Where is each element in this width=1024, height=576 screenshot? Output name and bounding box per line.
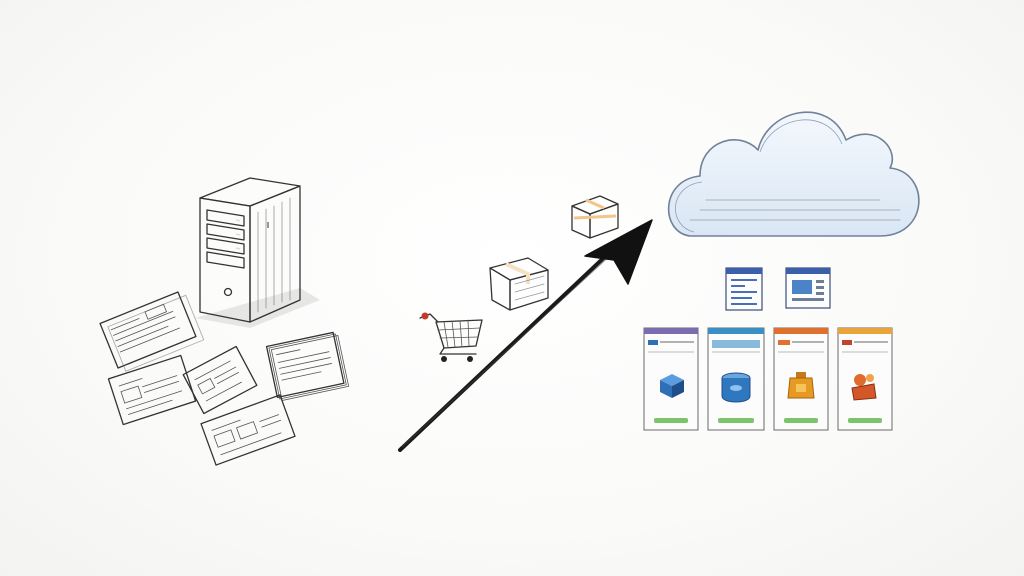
document-icon (99, 291, 205, 372)
product-page-icon (707, 327, 765, 431)
power-button-icon (223, 287, 233, 297)
document-icon (107, 354, 197, 426)
product-bottle-icon (787, 372, 815, 399)
shopping-cart-icon (419, 312, 483, 362)
cloud-icon (667, 111, 920, 237)
document-icon (200, 394, 296, 466)
product-page-icon (773, 327, 829, 431)
growth-arrow-icon (398, 219, 653, 452)
shipping-box-icon (489, 257, 549, 311)
product-pot-icon (721, 372, 751, 403)
product-toy-icon (851, 374, 877, 401)
product-page-icon (837, 327, 893, 431)
server-tower-icon (195, 177, 320, 328)
drive-bays (206, 209, 245, 269)
paper-documents (99, 291, 350, 466)
browser-window-icon (725, 267, 763, 311)
product-page-icon (643, 327, 699, 431)
document-stack-icon (265, 331, 350, 401)
document-icon (182, 345, 258, 415)
product-cube-icon (660, 374, 684, 398)
browser-window-icon (785, 267, 831, 309)
shipping-box-icon (571, 195, 619, 239)
